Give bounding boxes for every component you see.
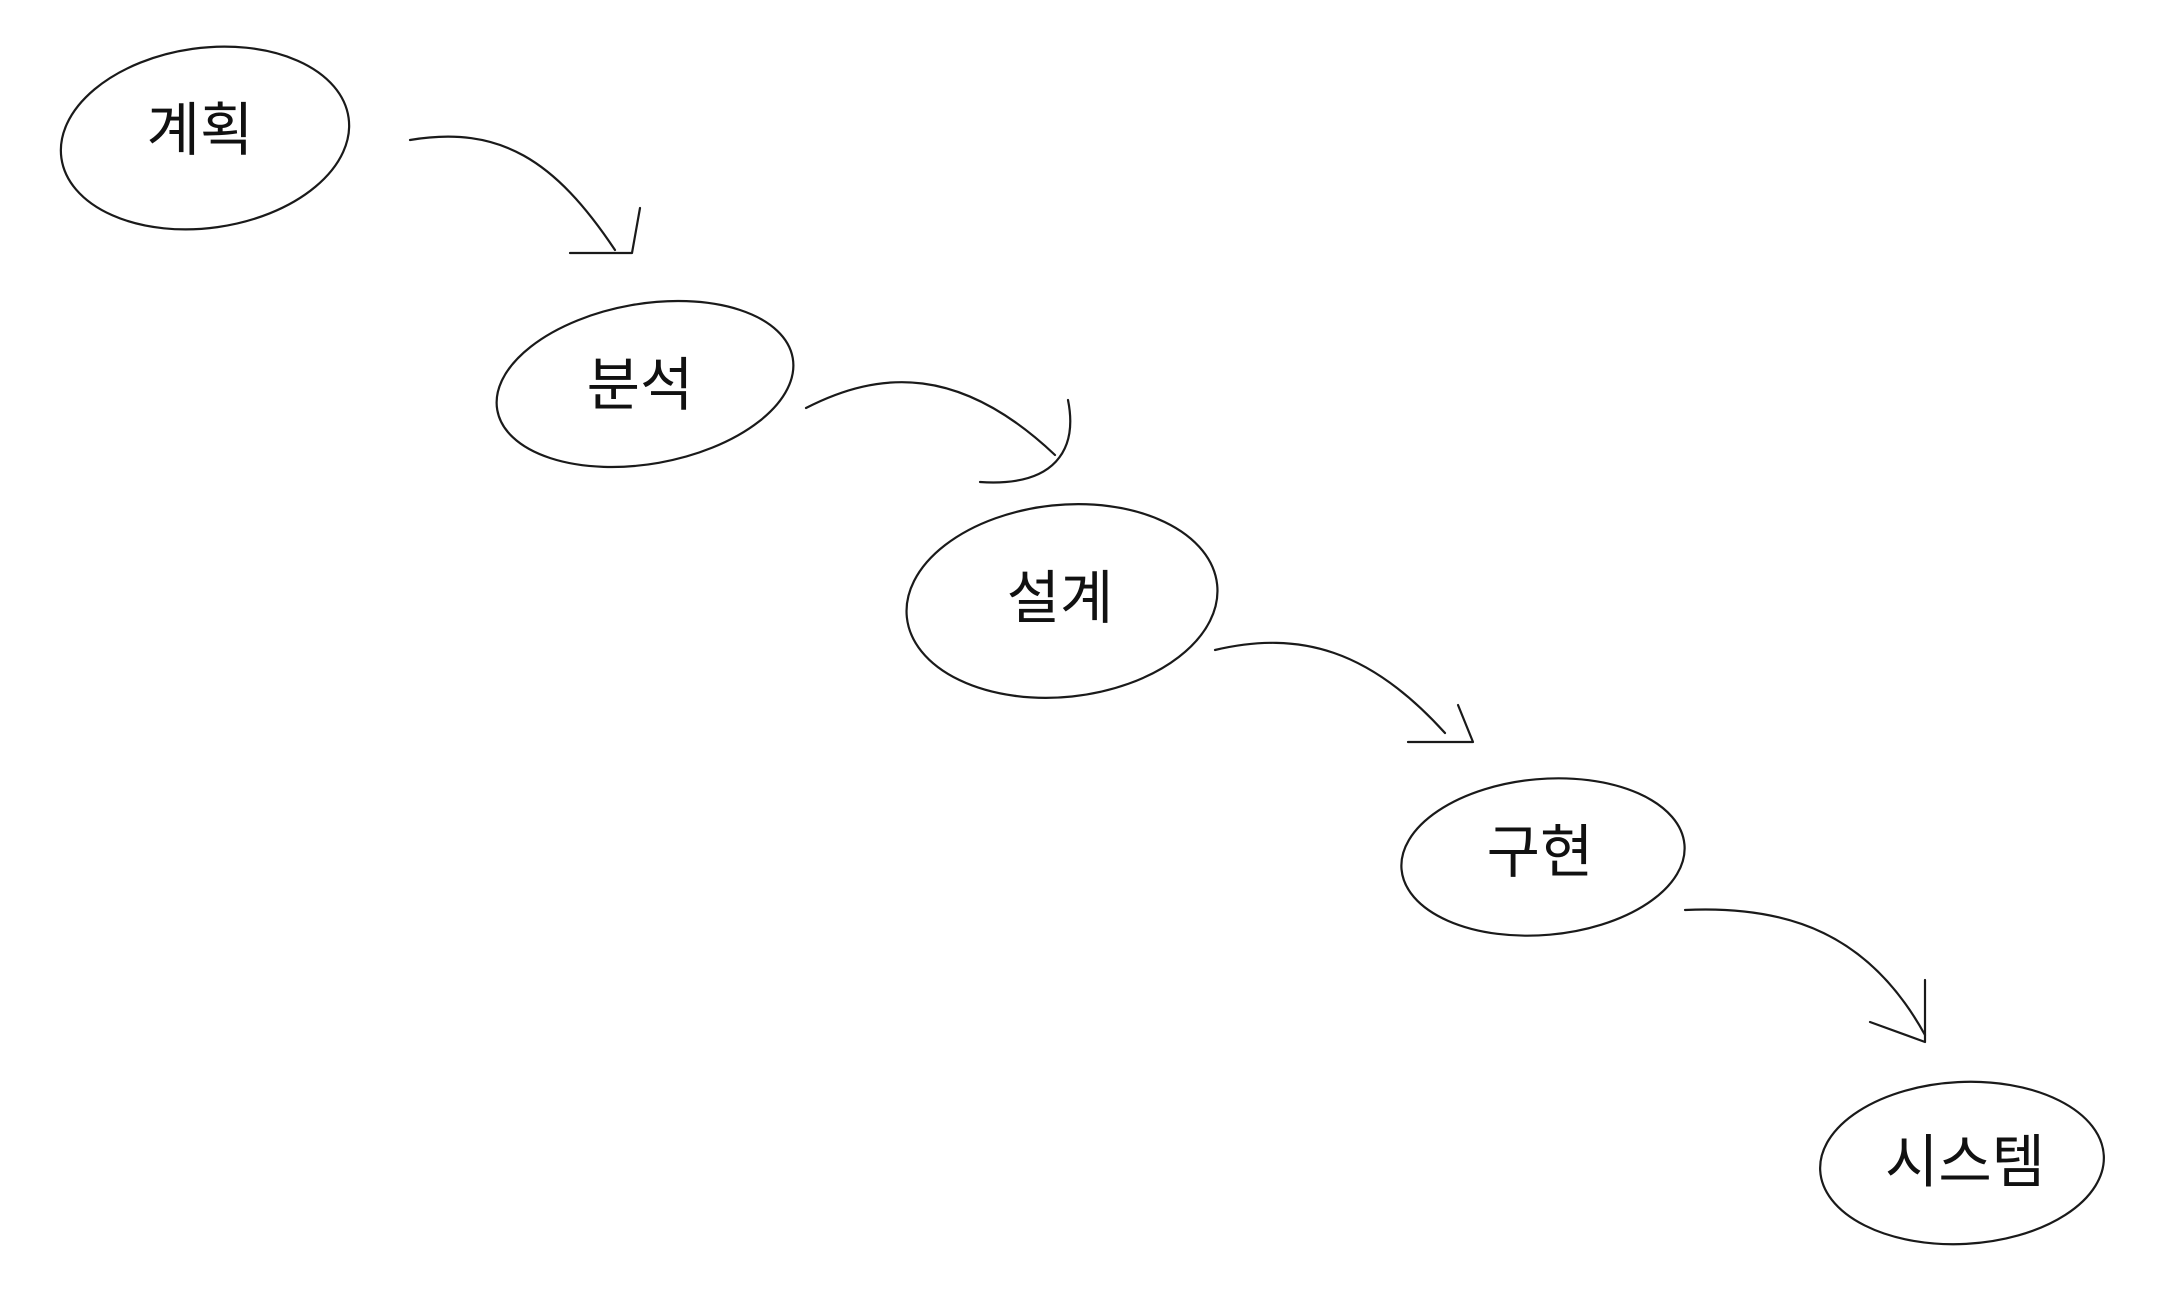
node-system: 시스템 <box>1819 1080 2105 1246</box>
node-implementation: 구현 <box>1400 777 1686 937</box>
arrowhead-icon <box>568 206 642 255</box>
node-design-shape <box>905 503 1219 699</box>
node-system-label: 시스템 <box>1885 1128 2045 1196</box>
node-plan: 계획 <box>59 45 351 231</box>
node-design-label: 설계 <box>1007 564 1114 632</box>
flow-arrow-implementation-to-system <box>1683 908 1927 1044</box>
arrowhead-icon <box>978 398 1072 484</box>
node-system-shape <box>1819 1080 2105 1246</box>
node-plan-shape <box>59 45 351 231</box>
node-implementation-shape <box>1400 777 1686 937</box>
node-design: 설계 <box>905 503 1219 699</box>
arrowhead-icon <box>1868 978 1927 1044</box>
flow-arrow-design-to-implementation <box>1213 641 1475 744</box>
node-implementation-label: 구현 <box>1487 818 1594 886</box>
arrowhead-icon <box>1406 703 1475 744</box>
node-plan-label: 계획 <box>147 96 254 164</box>
flow-arrow-plan-to-analysis <box>408 135 642 255</box>
flow-arrow-analysis-to-design <box>804 381 1072 484</box>
node-analysis-shape <box>495 299 795 469</box>
node-analysis: 분석 <box>495 299 795 469</box>
node-analysis-label: 분석 <box>587 351 694 419</box>
